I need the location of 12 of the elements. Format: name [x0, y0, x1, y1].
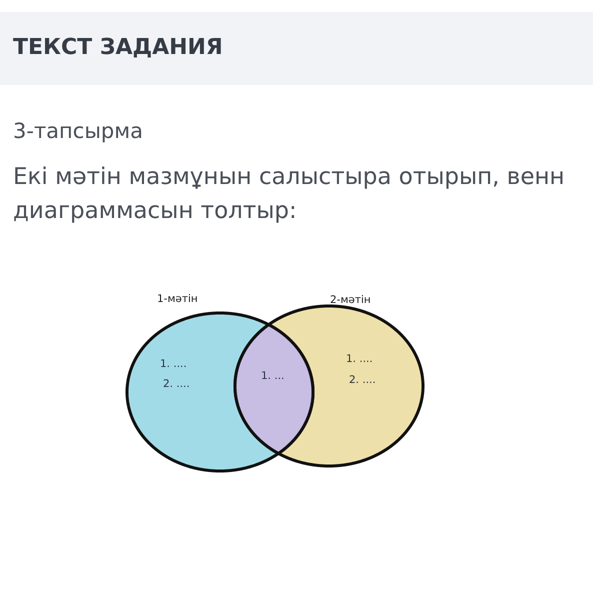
set-heading: 2-мәтін	[330, 294, 371, 307]
placeholder-item: 1. ....	[346, 353, 373, 366]
venn-circle	[125, 293, 280, 473]
task-instruction: Екі мәтін мазмұнын салыстыра отырып, венн диаграммасын толтыр:	[13, 163, 566, 226]
task-number: 3-тапсырма	[13, 119, 143, 144]
placeholder-item: 1. ...	[261, 370, 284, 383]
section-heading: ТЕКСТ ЗАДАНИЯ	[13, 35, 223, 61]
placeholder-item: 2. ....	[349, 374, 376, 387]
set-heading: 1-мәтін	[157, 293, 198, 306]
placeholder-item: 1. ....	[160, 358, 187, 371]
venn-overlap	[233, 323, 315, 455]
placeholder-item: 2. ....	[163, 378, 190, 391]
